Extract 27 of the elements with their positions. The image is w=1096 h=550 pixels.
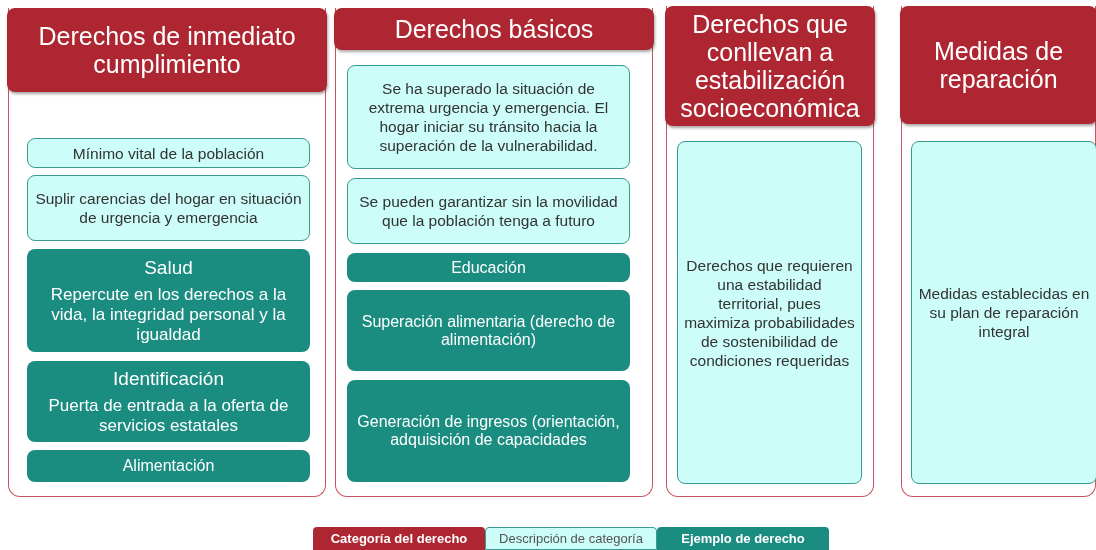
example-description: Repercute en los derechos a la vida, la integridad personal y la igualdad — [49, 284, 288, 345]
legend-item: Categoría del derecho — [313, 527, 485, 550]
example-title: Salud — [144, 256, 193, 279]
column-panel — [335, 8, 653, 497]
category-heading: Derechos de inmediato cumplimiento — [7, 8, 327, 92]
category-heading: Medidas de reparación — [900, 6, 1096, 124]
description-box: Medidas establecidas en su plan de reparación integral — [911, 141, 1096, 484]
example-box: Superación alimentaria (derecho de alimentación) — [347, 290, 630, 371]
example-box — [27, 249, 310, 352]
column-panel — [8, 8, 326, 497]
column-panel — [666, 6, 874, 497]
legend-item: Ejemplo de derecho — [657, 527, 829, 550]
example-box: Generación de ingresos (orientación, adquisición de capacidades — [347, 380, 630, 482]
description-box: Mínimo vital de la población — [27, 138, 310, 168]
example-title: Identificación — [113, 367, 224, 390]
description-box: Se pueden garantizar sin la movilidad que la población tenga a futuro — [347, 178, 630, 244]
description-box: Derechos que requieren una estabilidad territorial, pues maximiza probabilidades de sostenibilidad de condiciones requeridas — [677, 141, 862, 484]
legend-item: Descripción de categoría — [485, 527, 657, 550]
example-box — [27, 361, 310, 442]
example-box: Alimentación — [27, 450, 310, 482]
column-panel — [901, 6, 1096, 497]
category-heading: Derechos que conllevan a estabilización socioeconómica — [665, 6, 875, 126]
description-box: Se ha superado la situación de extrema urgencia y emergencia. El hogar iniciar su tránsito hacia la superación de la vulnerabilidad. — [347, 65, 630, 169]
example-box: Educación — [347, 253, 630, 282]
description-box: Suplir carencias del hogar en situación de urgencia y emergencia — [27, 175, 310, 241]
category-heading: Derechos básicos — [334, 8, 654, 50]
example-description: Puerta de entrada a la oferta de servicios estatales — [47, 395, 290, 436]
